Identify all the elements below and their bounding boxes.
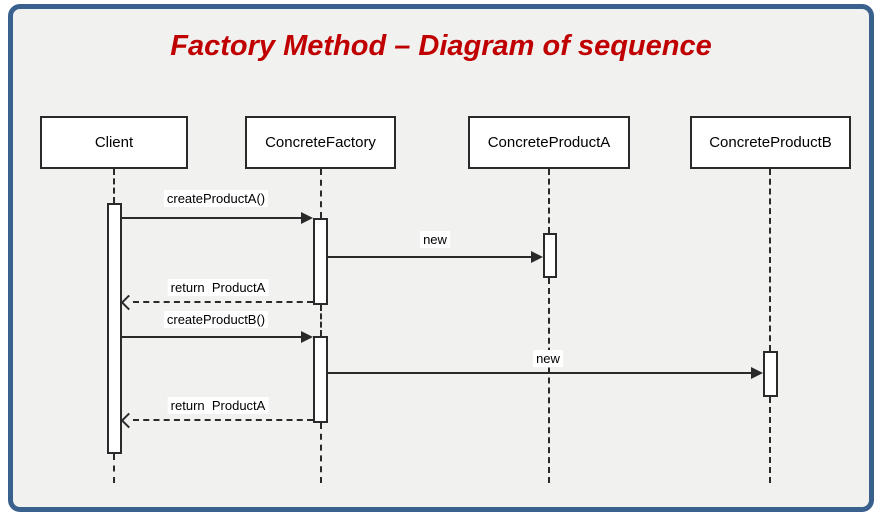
arrowhead-createproducta-icon bbox=[301, 212, 313, 224]
message-label-createproducta: createProductA() bbox=[163, 190, 269, 207]
actor-label-concretefactory: ConcreteFactory bbox=[265, 134, 376, 151]
message-label-new-producta: new bbox=[420, 231, 450, 248]
arrowhead-return-b-icon bbox=[120, 412, 137, 429]
message-label-return-a: return ProductA bbox=[167, 279, 269, 296]
arrowhead-new-producta-icon bbox=[531, 251, 543, 263]
arrowhead-new-productb-icon bbox=[751, 367, 763, 379]
message-arrow-return-a bbox=[133, 301, 313, 303]
lifeline-concretefactory bbox=[320, 169, 322, 218]
lifeline-concretefactory bbox=[320, 423, 322, 483]
diagram-frame: Factory Method – Diagram of sequence Cli… bbox=[8, 4, 874, 512]
actor-label-concreteproductb: ConcreteProductB bbox=[709, 134, 832, 151]
activation-bar-client bbox=[107, 203, 122, 454]
message-arrow-new-productb bbox=[328, 372, 752, 374]
activation-bar-concretefactory-2 bbox=[313, 336, 328, 423]
message-label-new-productb: new bbox=[533, 350, 563, 367]
lifeline-client bbox=[113, 454, 115, 483]
lifeline-concreteproducta bbox=[548, 169, 550, 233]
message-arrow-new-producta bbox=[328, 256, 532, 258]
lifeline-concretefactory bbox=[320, 305, 322, 336]
diagram-title: Factory Method – Diagram of sequence bbox=[170, 30, 712, 62]
actor-label-concreteproducta: ConcreteProductA bbox=[487, 134, 611, 151]
actor-label-client: Client bbox=[94, 134, 134, 151]
activation-bar-concreteproducta bbox=[543, 233, 557, 278]
actor-box-concreteproductb: ConcreteProductB bbox=[690, 116, 851, 169]
arrowhead-createproductb-icon bbox=[301, 331, 313, 343]
activation-bar-concretefactory-1 bbox=[313, 218, 328, 305]
message-arrow-createproductb bbox=[122, 336, 302, 338]
message-arrow-return-b bbox=[133, 419, 313, 421]
arrowhead-return-a-icon bbox=[120, 294, 137, 311]
lifeline-concreteproducta bbox=[548, 278, 550, 483]
message-arrow-createproducta bbox=[122, 217, 302, 219]
activation-bar-concreteproductb bbox=[763, 351, 778, 397]
lifeline-client bbox=[113, 169, 115, 203]
actor-box-concreteproducta: ConcreteProductA bbox=[468, 116, 630, 169]
lifeline-concreteproductb bbox=[769, 169, 771, 351]
message-label-createproductb: createProductB() bbox=[163, 311, 269, 328]
actor-box-client: Client bbox=[40, 116, 188, 169]
message-label-return-b: return ProductA bbox=[167, 397, 269, 414]
actor-box-concretefactory: ConcreteFactory bbox=[245, 116, 396, 169]
lifeline-concreteproductb bbox=[769, 397, 771, 483]
